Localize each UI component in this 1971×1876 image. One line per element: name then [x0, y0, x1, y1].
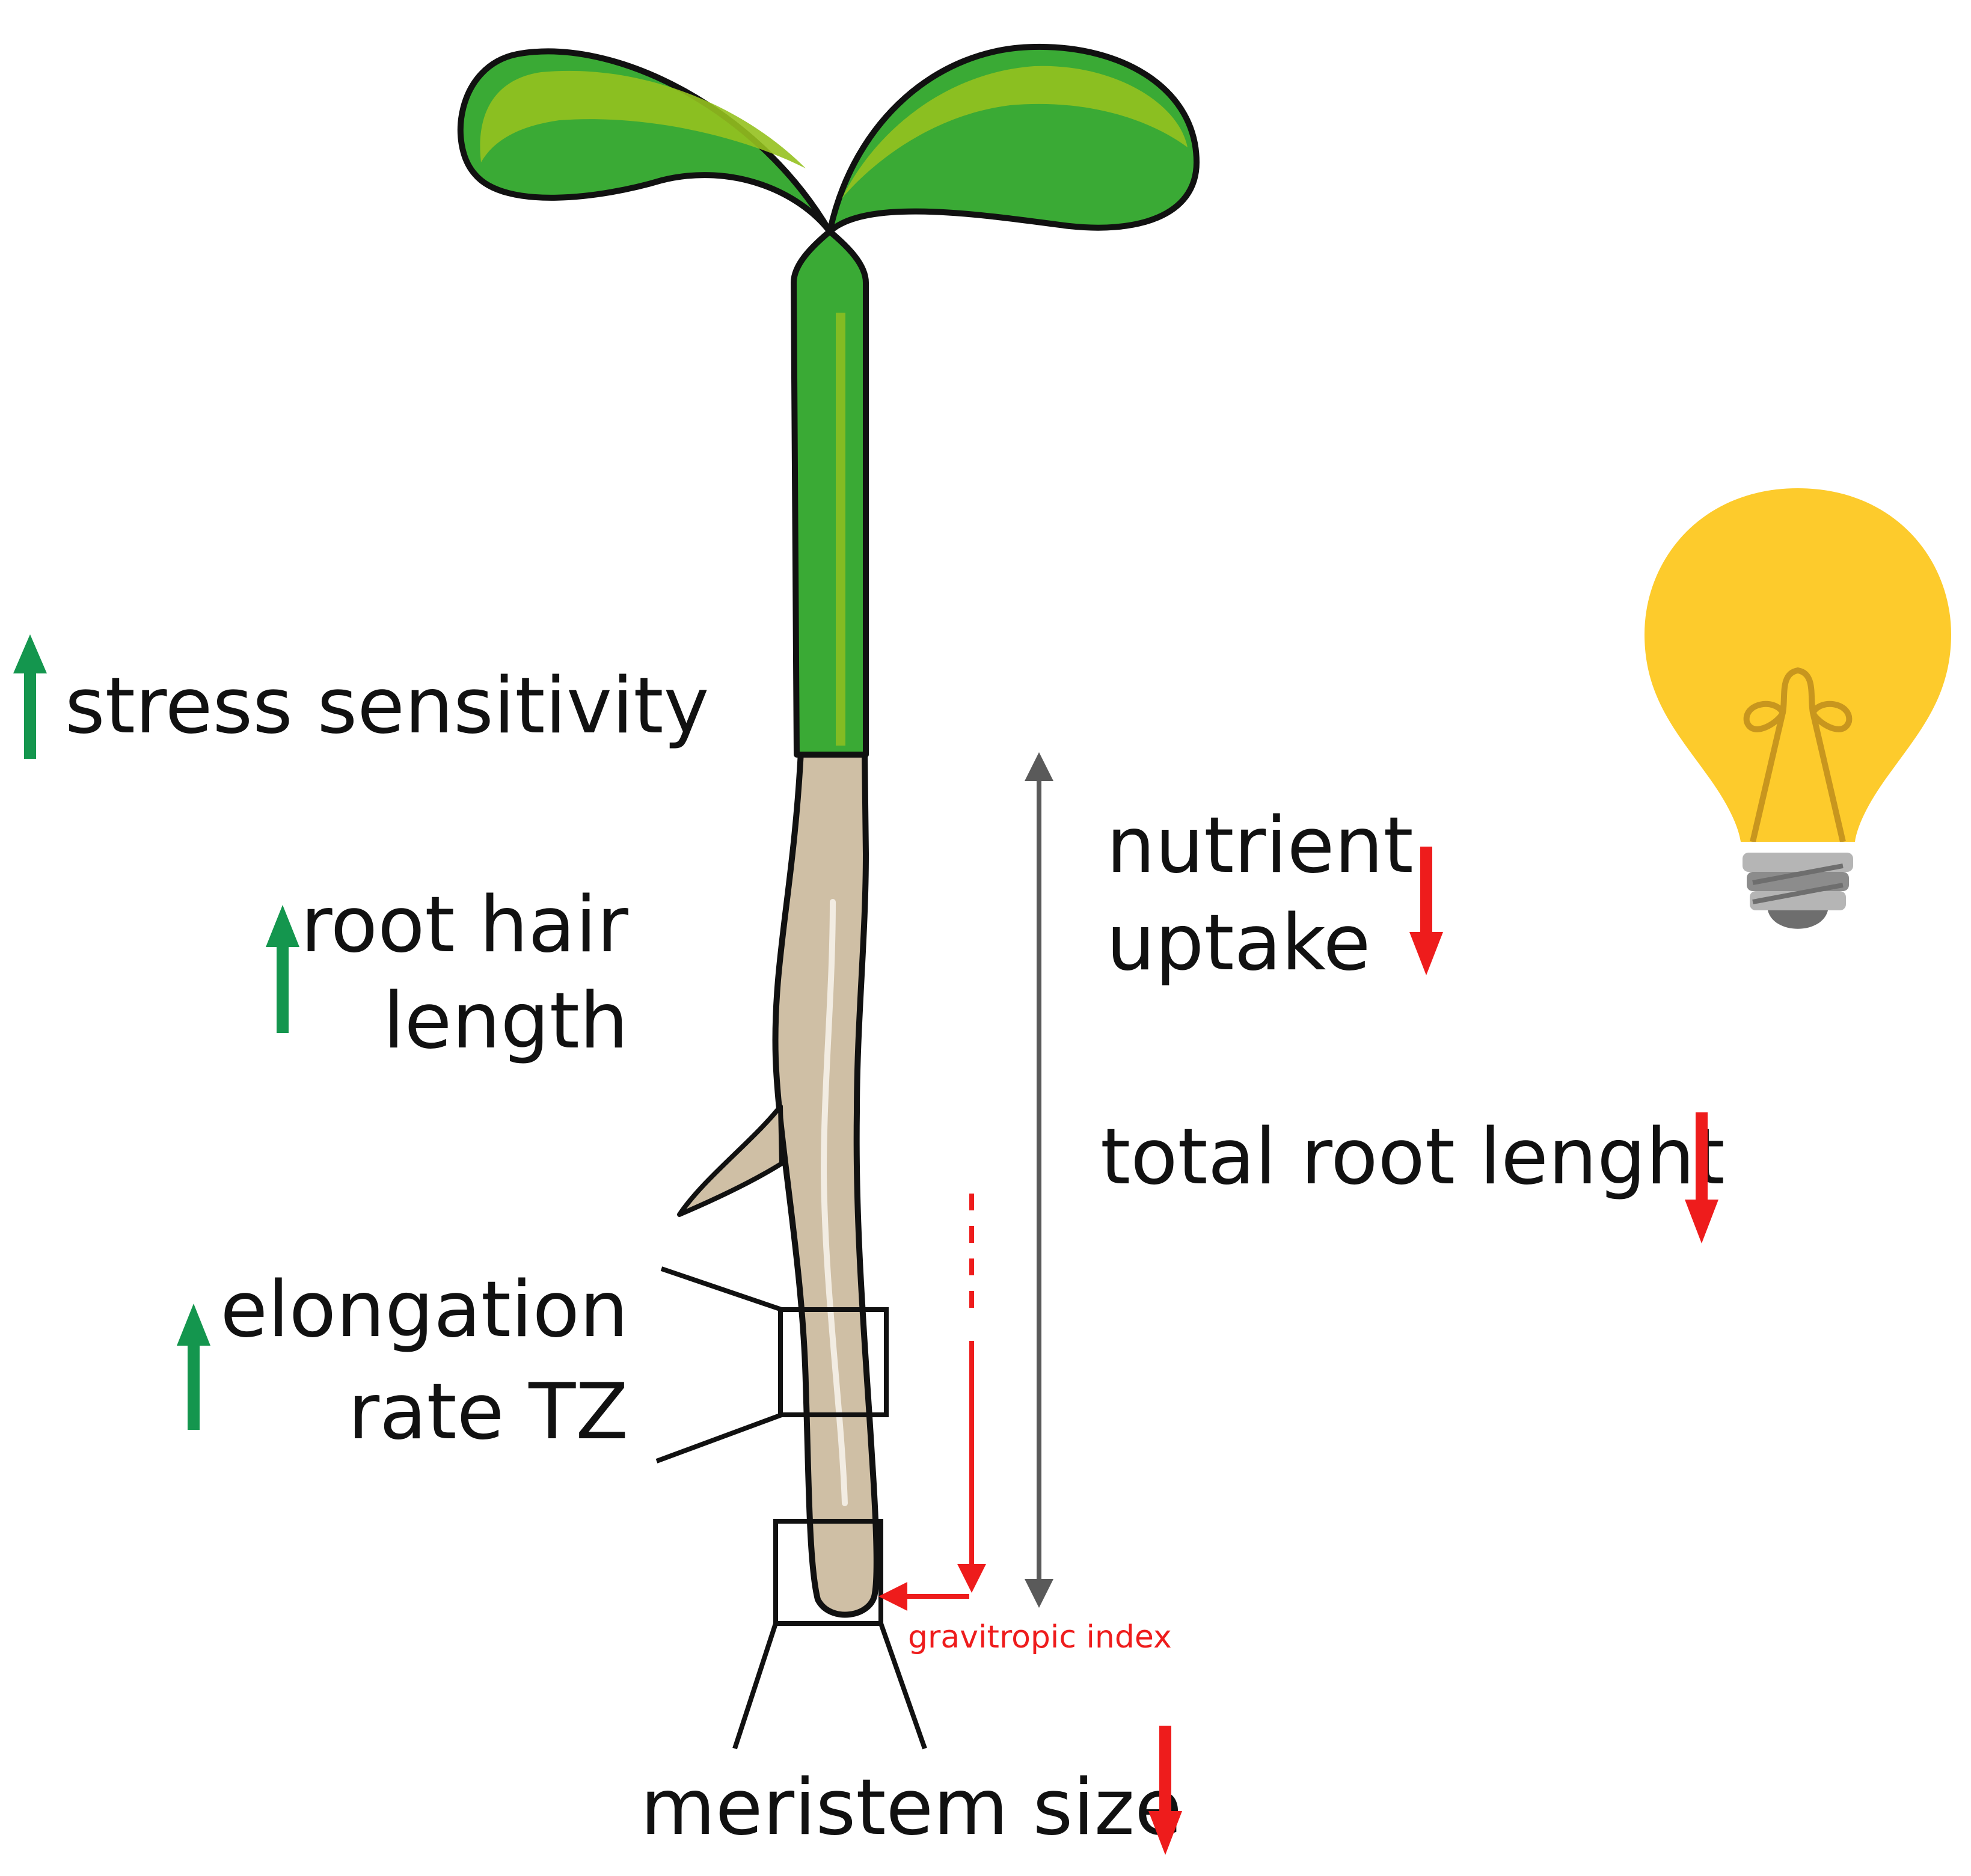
- meristem-callout-left: [732, 1622, 778, 1750]
- elongation-rate-label-line1: elongation: [220, 1265, 628, 1355]
- seedling-illustration: [457, 43, 1200, 1750]
- meristem-size-label: meristem size: [640, 1763, 1182, 1853]
- root-hair-label-line1: root hair: [301, 880, 628, 970]
- tz-callout-top: [660, 1266, 783, 1312]
- nutrient-uptake-label-line2: uptake: [1106, 898, 1370, 988]
- meristem-box: [773, 1519, 883, 1626]
- meristem-callout-right: [878, 1622, 927, 1750]
- down-arrow-icon: [1148, 1726, 1182, 1855]
- transition-zone-box: [778, 1307, 889, 1417]
- stress-sensitivity-label: stress sensitivity: [65, 661, 709, 751]
- up-arrow-icon: [266, 905, 299, 1033]
- elongation-rate-label-line2: rate TZ: [348, 1367, 628, 1457]
- down-arrow-icon: [1685, 1112, 1718, 1243]
- up-arrow-icon: [177, 1304, 210, 1430]
- gravitropic-index-label: gravitropic index: [908, 1619, 1172, 1655]
- light-bulb-icon: [1645, 488, 1951, 929]
- total-root-length-label: total root lenght: [1100, 1112, 1725, 1202]
- hypocotyl: [791, 228, 869, 758]
- root-hair-label-line2: length: [383, 976, 628, 1066]
- up-arrow-icon: [13, 634, 47, 759]
- down-arrow-icon: [1409, 847, 1443, 975]
- nutrient-uptake-label-line1: nutrient: [1106, 801, 1414, 890]
- lateral-root: [677, 1104, 784, 1217]
- tz-callout-bottom: [655, 1412, 783, 1464]
